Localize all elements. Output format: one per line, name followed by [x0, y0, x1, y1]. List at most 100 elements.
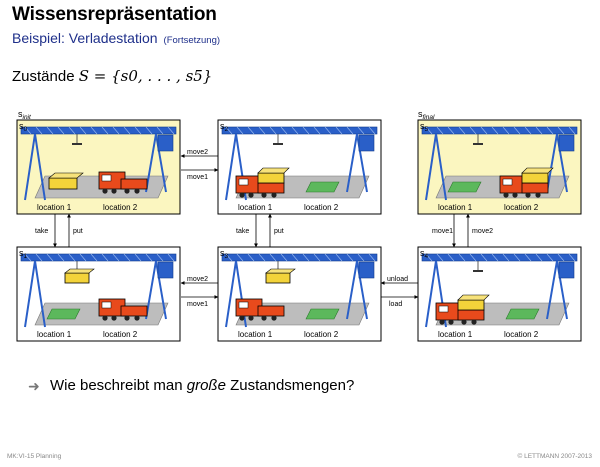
- crane-truss: [291, 126, 299, 135]
- bullet-arrow-icon: ➜: [28, 378, 40, 394]
- crane-leg-left: [24, 133, 46, 201]
- truck-wheel: [535, 192, 541, 198]
- crane-leg-right: [145, 133, 167, 193]
- crane-cabin: [157, 261, 174, 279]
- truck-wheel: [471, 319, 477, 325]
- crane-truss: [258, 253, 266, 262]
- label-s4: s4: [420, 248, 429, 260]
- label-unload: unload: [387, 276, 408, 283]
- label-move2-bottom: move2: [187, 276, 208, 283]
- crane-hook: [72, 143, 82, 145]
- crane-truss: [134, 126, 142, 135]
- crane-truss: [90, 126, 98, 135]
- truck-bed: [257, 182, 285, 194]
- states-prefix: Zustände: [12, 68, 75, 85]
- subtitle-text: Beispiel: Verladestation: [12, 30, 158, 46]
- crane-truss: [357, 126, 365, 135]
- truck-bed: [120, 178, 148, 190]
- crane-cabin: [558, 261, 575, 279]
- loading-pad-2: [505, 308, 540, 320]
- crane-truss: [79, 253, 87, 262]
- crane-truss: [524, 126, 532, 135]
- truck-wheel: [239, 315, 245, 321]
- location-1-label: location 1: [438, 203, 473, 212]
- label-s-final: sfinal: [418, 109, 435, 121]
- crane-truss: [24, 253, 32, 262]
- crane-truss: [524, 253, 532, 262]
- crane-cabin: [157, 134, 174, 152]
- crane-beam: [421, 253, 578, 262]
- crane-truss: [502, 253, 510, 262]
- crane-truss: [436, 253, 444, 262]
- label-take-1: take: [35, 228, 48, 235]
- crane-truss: [324, 253, 332, 262]
- truck-wheel: [111, 188, 117, 194]
- location-2-label: location 2: [504, 330, 539, 339]
- crane-truss: [57, 126, 65, 135]
- truck: [499, 167, 554, 198]
- truck-bed: [120, 305, 148, 317]
- crane-truss: [491, 253, 499, 262]
- crane-truss: [90, 253, 98, 262]
- crane-truss: [167, 253, 175, 262]
- location-1-label: location 1: [238, 203, 273, 212]
- loading-pad-1: [447, 181, 482, 193]
- truck-cargo: [457, 299, 485, 311]
- truck-window: [101, 174, 112, 182]
- label-s3: s3: [220, 248, 229, 260]
- crane-truss: [123, 253, 131, 262]
- question-pre: Wie beschreibt man: [50, 377, 187, 394]
- truck-wheel: [124, 315, 130, 321]
- crane-truss: [123, 126, 131, 135]
- crane-truss: [112, 126, 120, 135]
- label-load: load: [389, 301, 402, 308]
- crane-truss: [513, 126, 521, 135]
- label-move1-top: move1: [187, 174, 208, 181]
- truck-bed: [521, 182, 549, 194]
- location-1-label: location 1: [37, 203, 72, 212]
- crane-truss: [134, 253, 142, 262]
- crane-truss: [57, 253, 65, 262]
- truck-wheel: [261, 192, 267, 198]
- crane-truss: [145, 126, 153, 135]
- location-1-label: location 1: [37, 330, 72, 339]
- truck-wheel: [134, 315, 140, 321]
- crane-truss: [302, 126, 310, 135]
- truck-wheel: [102, 315, 108, 321]
- crane-truss: [247, 253, 255, 262]
- truck-cargo-top: [257, 167, 290, 174]
- label-take-2: take: [236, 228, 249, 235]
- truck: [235, 167, 290, 198]
- truck-wheel: [248, 315, 254, 321]
- crane-truss: [546, 253, 554, 262]
- truck-wheel: [124, 188, 130, 194]
- crane-cabin: [358, 134, 375, 152]
- crane-truss: [280, 126, 288, 135]
- page-subtitle: Beispiel: Verladestation(Fortsetzung): [12, 30, 220, 46]
- loading-pad-2: [305, 308, 340, 320]
- crane-truss: [79, 126, 87, 135]
- crane-truss: [302, 253, 310, 262]
- hanging-cargo-top: [64, 268, 95, 274]
- truck-wheel: [239, 192, 245, 198]
- crane-truss: [368, 253, 376, 262]
- truck-cargo: [521, 172, 549, 184]
- truck-wheel: [102, 188, 108, 194]
- location-2-label: location 2: [304, 330, 339, 339]
- crane-truss: [324, 126, 332, 135]
- crane-hook: [273, 143, 283, 145]
- crane-truss: [225, 253, 233, 262]
- truck-window: [238, 301, 249, 309]
- crane-truss: [425, 126, 433, 135]
- crane-leg-right: [346, 260, 368, 320]
- footer-right: © LETTMANN 2007-2013: [517, 453, 592, 460]
- location-2-label: location 2: [304, 203, 339, 212]
- truck-cargo-top: [521, 167, 554, 174]
- truck-wheel: [261, 315, 267, 321]
- crane-truss: [357, 253, 365, 262]
- crane-truss: [112, 253, 120, 262]
